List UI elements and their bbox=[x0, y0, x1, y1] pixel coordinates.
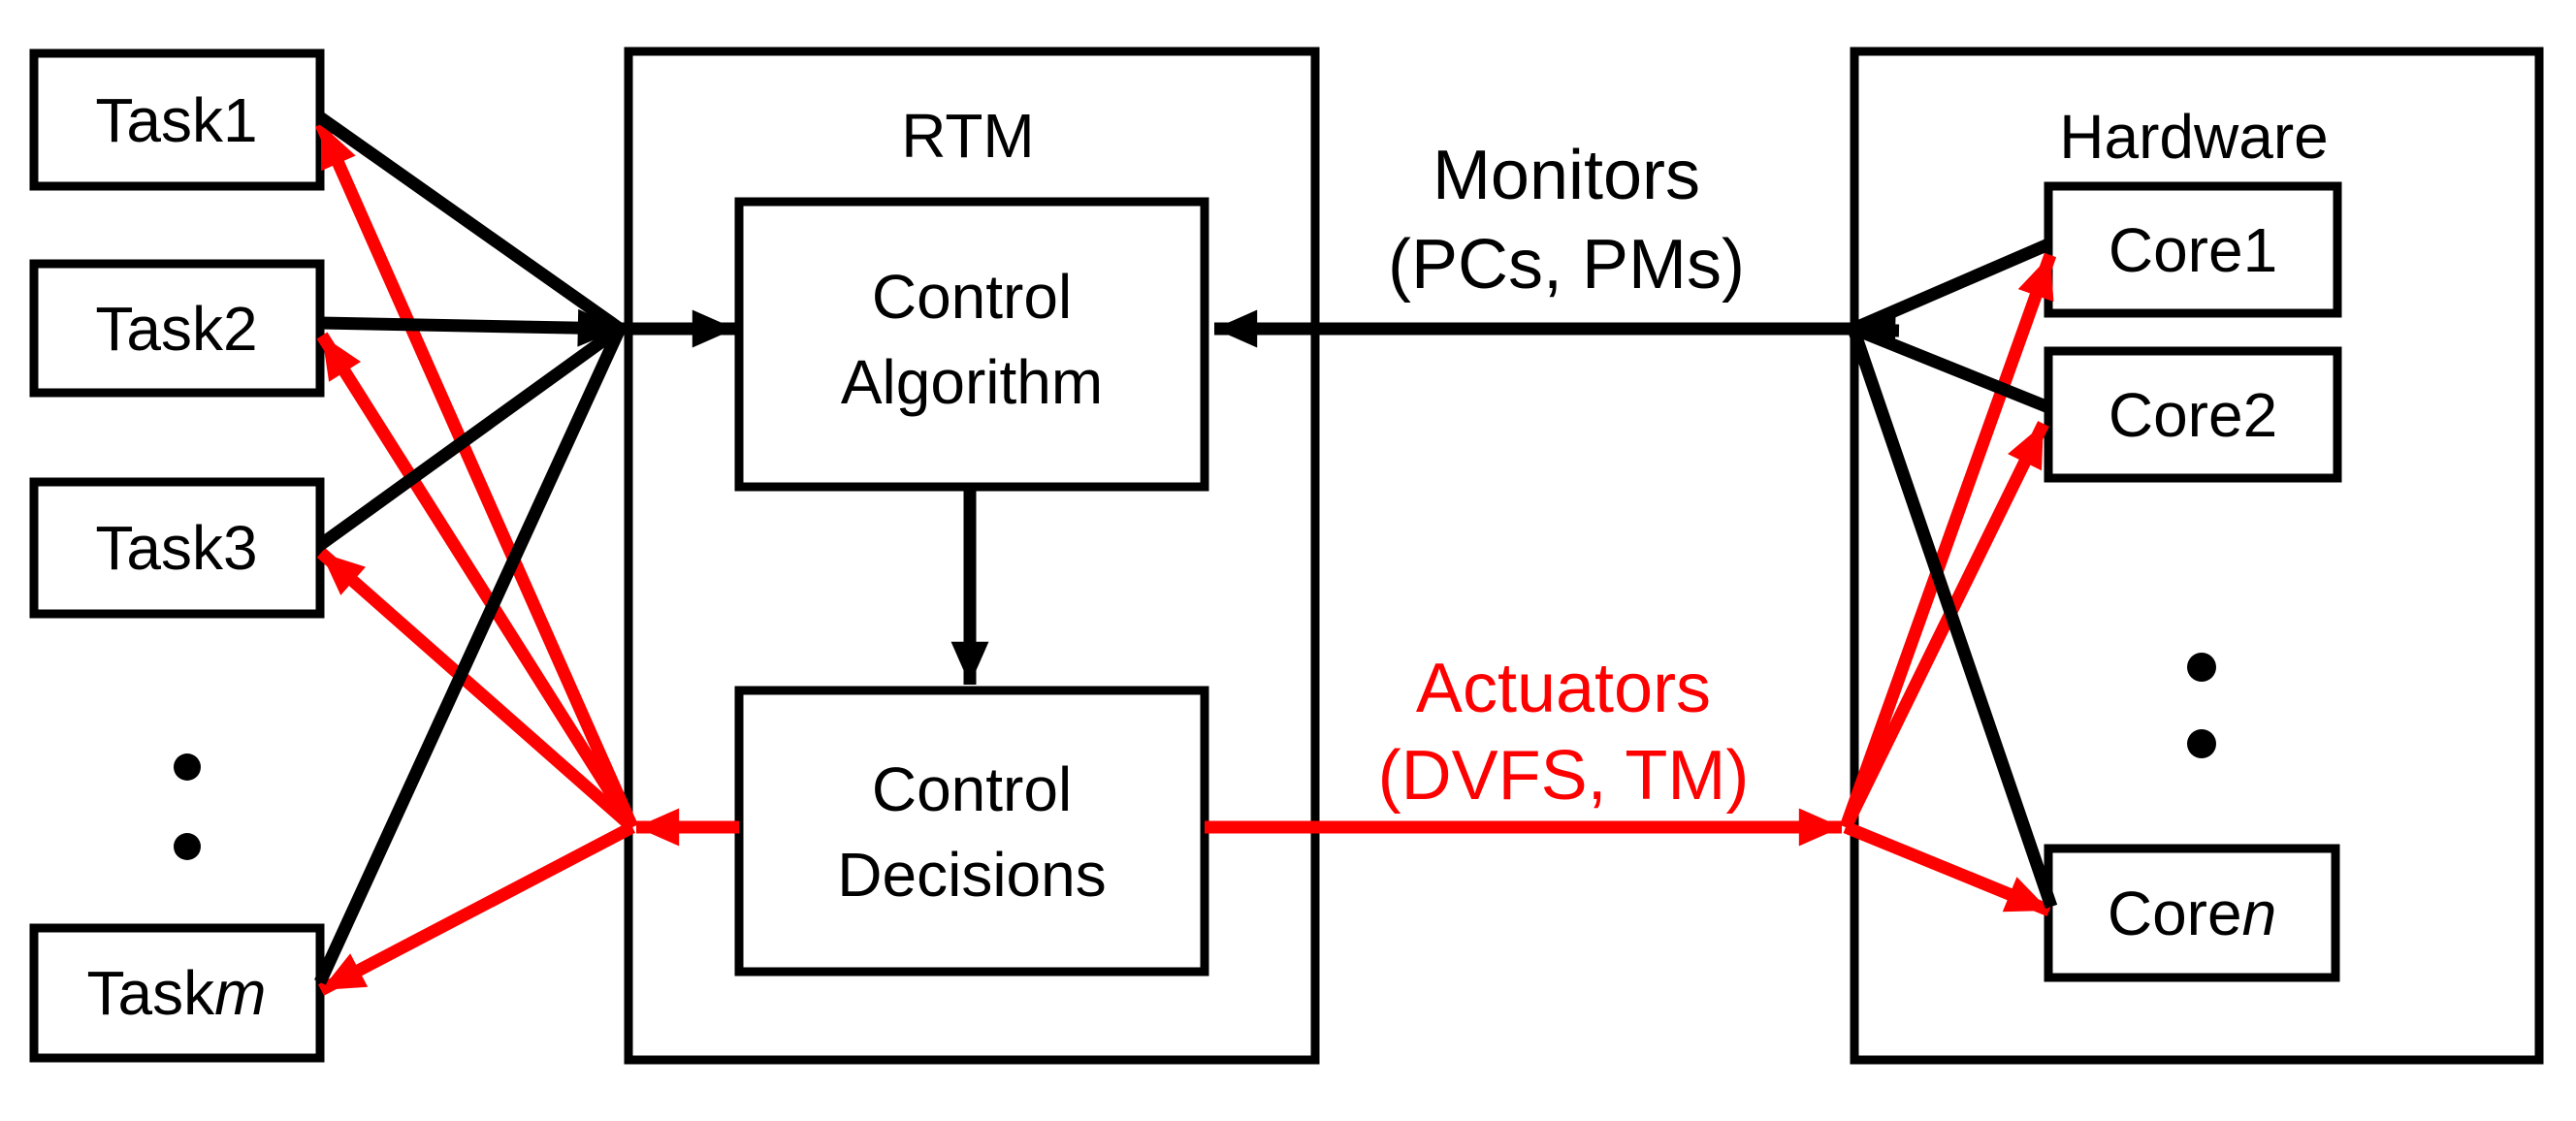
coren-label: Coren bbox=[2108, 879, 2276, 948]
task3-to-convergence-line bbox=[316, 323, 624, 551]
core1-box bbox=[2044, 181, 2342, 318]
task1-box bbox=[29, 48, 325, 191]
taskm-label: Taskm bbox=[87, 958, 267, 1028]
task2-label: Task2 bbox=[95, 294, 257, 364]
vertical-ellipsis-dot bbox=[2187, 653, 2216, 682]
vertical-ellipsis-dot bbox=[174, 753, 201, 781]
control-algorithm-label-line2: Algorithm bbox=[841, 347, 1103, 417]
taskm-to-convergence-line bbox=[314, 326, 626, 985]
core1-to-convergence-line bbox=[1851, 239, 2051, 335]
control-decisions-box bbox=[734, 686, 1209, 977]
task3-box bbox=[29, 477, 325, 619]
monitors-label-line2: (PCs, PMs) bbox=[1388, 226, 1745, 304]
task2-to-convergence-arrow bbox=[319, 308, 622, 347]
control-algorithm-box bbox=[734, 197, 1209, 492]
control-decisions-label-line2: Decisions bbox=[837, 840, 1106, 910]
actuators-fan-to-taskm-arrow bbox=[317, 821, 636, 996]
core2-box bbox=[2044, 346, 2342, 483]
core2-label: Core2 bbox=[2109, 380, 2277, 450]
hardware-title: Hardware bbox=[2059, 102, 2328, 172]
coren-to-convergence-line bbox=[1847, 326, 2058, 910]
taskm-label-suffix: m bbox=[214, 958, 266, 1028]
taskm-label-prefix: Task bbox=[87, 958, 216, 1028]
actuators-fan-to-task2-arrow bbox=[316, 332, 638, 831]
task1-to-convergence-line bbox=[316, 112, 624, 335]
actuators-fan-to-core1-arrow bbox=[1839, 252, 2057, 830]
monitor-arrows bbox=[314, 112, 2058, 985]
actuators-fan-to-task3-arrow bbox=[316, 548, 637, 832]
core1-label: Core1 bbox=[2109, 215, 2277, 285]
task1-label: Task1 bbox=[95, 85, 257, 155]
coren-box bbox=[2044, 844, 2340, 982]
core2-to-convergence-line bbox=[1851, 322, 2051, 414]
vertical-ellipsis-dot bbox=[174, 833, 201, 860]
monitors-label-line1: Monitors bbox=[1433, 137, 1700, 214]
task3-label: Task3 bbox=[95, 513, 257, 583]
actuators-fan-to-coren-arrow bbox=[1843, 820, 2052, 917]
control-algorithm-label-line1: Control bbox=[872, 262, 1072, 332]
actuator-arrows bbox=[315, 121, 2057, 996]
coren-label-prefix: Core bbox=[2108, 879, 2242, 948]
vertical-ellipsis-dot bbox=[2187, 729, 2216, 758]
control-decisions-label-line1: Control bbox=[872, 754, 1072, 824]
actuators-label-line1: Actuators bbox=[1416, 650, 1711, 727]
left-ellipsis bbox=[174, 753, 201, 860]
right-ellipsis bbox=[2187, 653, 2216, 758]
coren-label-suffix: n bbox=[2242, 879, 2277, 948]
actuators-label-line2: (DVFS, TM) bbox=[1378, 737, 1750, 815]
rtm-title: RTM bbox=[901, 101, 1034, 171]
taskm-box bbox=[29, 923, 325, 1063]
actuators-fan-to-task1-arrow bbox=[315, 121, 638, 830]
actuators-fan-to-core2-arrow bbox=[1840, 421, 2049, 830]
